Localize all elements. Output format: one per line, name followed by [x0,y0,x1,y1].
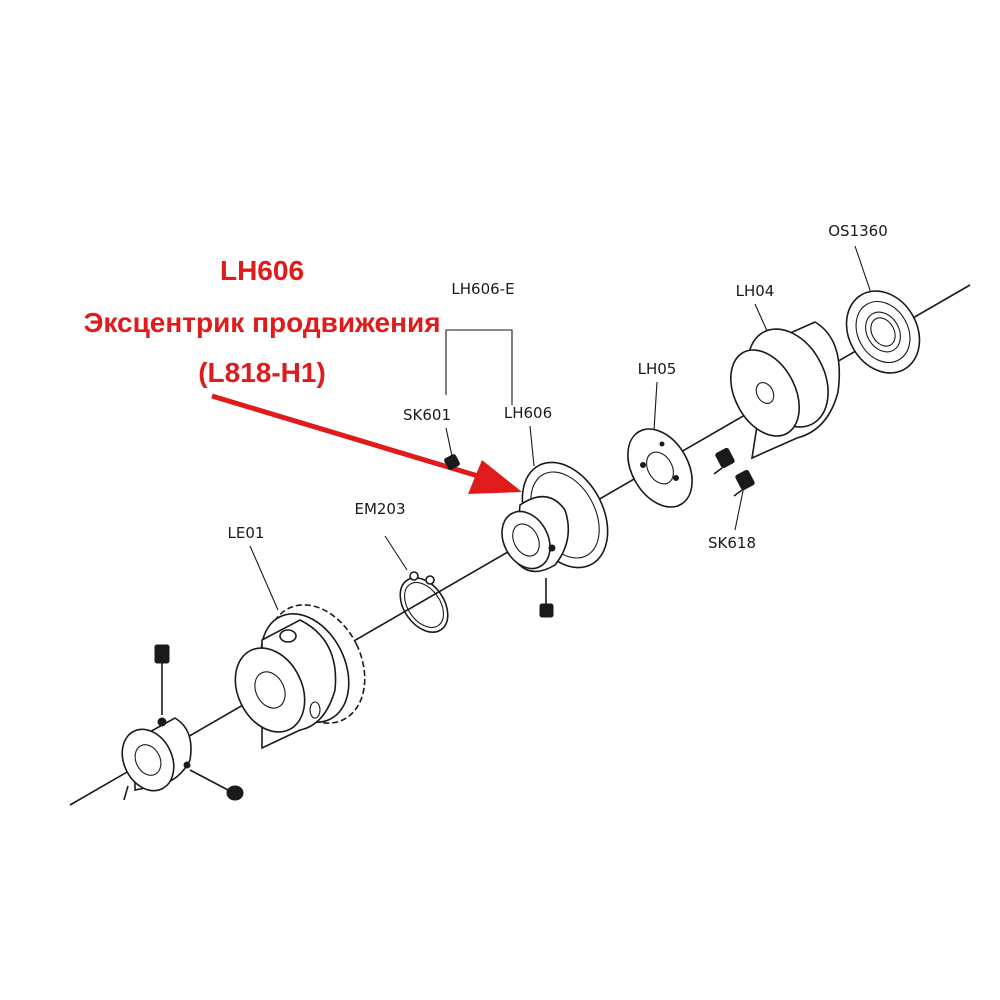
label-os1360: OS1360 [828,222,888,240]
callout-description: Эксцентрик продвижения [83,307,440,338]
label-em203: EM203 [354,500,405,518]
part-lh606-eccentric [501,461,609,618]
part-em203-snap-ring: EM203 [354,500,449,633]
part-sk618-screws: SK618 [708,447,756,552]
label-lh606-e: LH606-E [451,280,514,298]
part-lh606-group: LH606-E SK601 LH606 [403,280,552,467]
callout-part-number: LH606 [220,255,304,286]
part-os1360-bearing: OS1360 [828,222,921,374]
label-sk601: SK601 [403,406,451,424]
label-lh05: LH05 [638,360,677,378]
callout-arrow-head [468,460,522,494]
label-le01: LE01 [228,524,265,542]
part-lh05-plate: LH05 [627,360,693,508]
callout-model: (L818-H1) [198,357,326,388]
label-sk618: SK618 [708,534,756,552]
callout-arrow-shaft [211,393,479,479]
label-lh606: LH606 [504,404,552,422]
label-lh04: LH04 [736,282,775,300]
part-le01-gear: LE01 [228,524,366,750]
part-collar-with-set-screws [121,644,244,801]
red-callout: LH606 Эксцентрик продвижения (L818-H1) [83,255,522,494]
part-lh04-cylinder: LH04 [730,282,841,460]
part-sk601-screw [444,454,460,470]
